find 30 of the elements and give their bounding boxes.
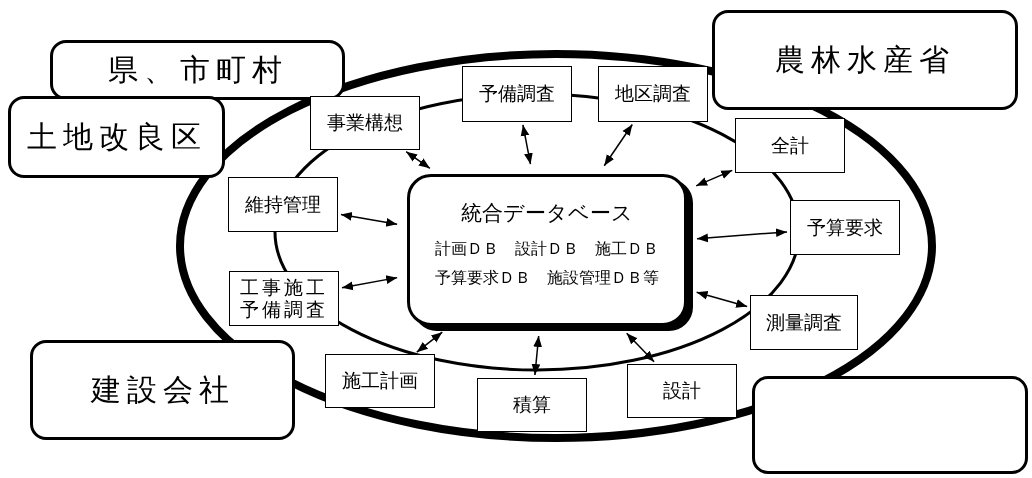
organization-box: 県、市町村 (50, 40, 345, 100)
task-box: 維持管理 (228, 177, 338, 232)
double-arrow (405, 150, 431, 170)
double-arrow (625, 332, 655, 363)
organization-box: 農林水産省 (712, 10, 1018, 110)
task-box: 工事施工予備調査 (229, 271, 339, 326)
double-arrow (416, 331, 443, 353)
double-arrow (531, 335, 542, 376)
organization-box: 土地改良区 (8, 96, 225, 178)
database-list-text: 計画ＤＢ 設計ＤＢ 施工ＤＢ (435, 239, 659, 260)
task-box: 予備調査 (462, 66, 572, 122)
task-box: 予算要求 (790, 200, 900, 255)
task-box: 全計 (735, 118, 845, 173)
double-arrow (520, 124, 533, 165)
double-arrow (341, 275, 398, 291)
task-box: 測量調査 (750, 295, 858, 350)
double-arrow (695, 169, 733, 187)
task-box: 施工計画 (325, 354, 435, 408)
empty-box (752, 376, 1028, 474)
double-arrow (695, 290, 748, 308)
double-arrow (696, 228, 788, 243)
heading-text: 統合データベース (461, 200, 633, 227)
database-list-text: 予算要求ＤＢ 施設管理ＤＢ等 (435, 268, 659, 289)
double-arrow (340, 212, 398, 227)
task-box: 積算 (477, 378, 587, 432)
double-arrow (603, 123, 634, 167)
task-box: 設計 (627, 364, 737, 418)
organization-box: 建設会社 (30, 340, 295, 440)
task-box: 地区調査 (598, 66, 708, 122)
task-box: 事業構想 (310, 96, 420, 150)
